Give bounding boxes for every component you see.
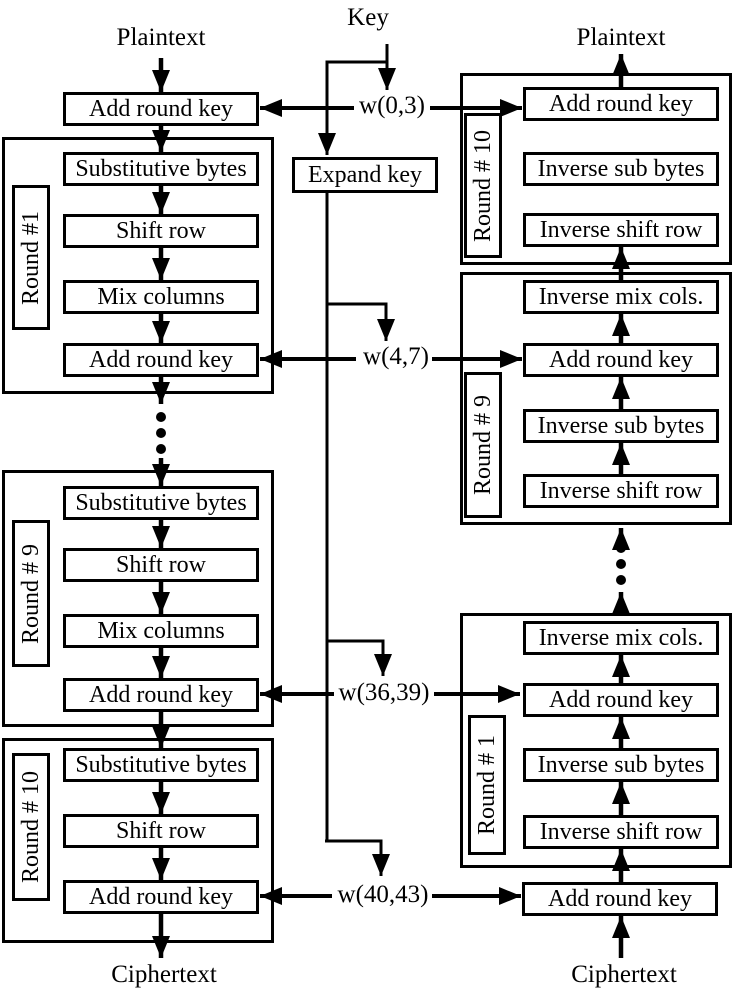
- key-word-w47: w(4,7): [363, 343, 429, 370]
- enc-round-1-label: Round #1: [18, 210, 45, 305]
- ellipsis-dot: [616, 575, 626, 585]
- dec-round-10-label-box: Round # 10: [464, 113, 502, 258]
- enc-r10-substitutive-bytes-box: Substitutive bytes: [63, 748, 259, 782]
- key-label: Key: [347, 4, 389, 31]
- dec-r10-inverse-sub-bytes-box: Inverse sub bytes: [523, 152, 719, 186]
- ciphertext-label-encryption: Ciphertext: [111, 961, 217, 988]
- key-wire: [327, 639, 392, 676]
- dec-r9-add-round-key-box: Add round key: [523, 343, 719, 377]
- key-wire: [325, 839, 390, 876]
- key-word-w3639: w(36,39): [338, 679, 430, 706]
- enc-round-1-container: [2, 137, 274, 394]
- dec-r1-inverse-shift-row-box: Inverse shift row: [523, 815, 719, 849]
- dec-round-10-container: [460, 73, 732, 265]
- enc-r9-shift-row-box: Shift row: [63, 548, 259, 582]
- dec-r10-inverse-shift-row-box: Inverse shift row: [523, 213, 719, 247]
- enc-r1-substitutive-bytes-box: Substitutive bytes: [63, 152, 259, 186]
- dec-r1-add-round-key-box: Add round key: [523, 683, 719, 717]
- key-wire: [327, 302, 395, 341]
- decryption-ellipsis: [616, 543, 626, 585]
- enc-round-9-label: Round # 9: [18, 543, 45, 644]
- enc-r10-shift-row-box: Shift row: [63, 814, 259, 848]
- dec-round-9-container: [460, 272, 732, 525]
- plaintext-label-decryption: Plaintext: [576, 24, 666, 51]
- ellipsis-dot: [156, 412, 166, 422]
- dec-round-9-label: Round # 9: [470, 394, 497, 496]
- dec-round-10-label: Round # 10: [470, 129, 497, 242]
- enc-r1-add-round-key-box: Add round key: [63, 343, 259, 377]
- enc-r9-substitutive-bytes-box: Substitutive bytes: [63, 486, 259, 520]
- dec-r9-inverse-sub-bytes-box: Inverse sub bytes: [523, 409, 719, 443]
- ellipsis-dot: [156, 428, 166, 438]
- dec-r9-inverse-shift-row-box: Inverse shift row: [523, 474, 719, 508]
- dec-r1-inverse-sub-bytes-box: Inverse sub bytes: [523, 748, 719, 782]
- enc-r9-mix-columns-box: Mix columns: [63, 614, 259, 648]
- ciphertext-label-decryption: Ciphertext: [571, 961, 677, 988]
- dec-r9-inverse-mix-cols-box: Inverse mix cols.: [523, 280, 719, 314]
- enc-round-10-label: Round # 10: [18, 770, 45, 884]
- plaintext-label-encryption: Plaintext: [116, 24, 206, 51]
- enc-r1-shift-row-box: Shift row: [63, 214, 259, 248]
- enc-round-1-label-box: Round #1: [12, 185, 50, 330]
- expand-key-box: Expand key: [292, 157, 438, 193]
- enc-r9-add-round-key-box: Add round key: [63, 678, 259, 712]
- dec-round-1-label: Round # 1: [474, 734, 501, 836]
- dec-r1-inverse-mix-cols-box: Inverse mix cols.: [523, 621, 719, 655]
- key-word-w03: w(0,3): [359, 92, 425, 119]
- enc-round-9-label-box: Round # 9: [12, 520, 50, 667]
- dec-final-add-round-key-box: Add round key: [522, 882, 718, 916]
- ellipsis-dot: [616, 559, 626, 569]
- encryption-ellipsis: [156, 412, 166, 454]
- enc-round-10-label-box: Round # 10: [12, 753, 50, 901]
- dec-round-1-label-box: Round # 1: [468, 715, 506, 855]
- key-word-w4043: w(40,43): [337, 881, 429, 908]
- dec-round-9-label-box: Round # 9: [464, 372, 502, 518]
- enc-r1-mix-columns-box: Mix columns: [63, 280, 259, 314]
- enc-r10-add-round-key-box: Add round key: [63, 880, 259, 914]
- enc-round-9-container: [2, 470, 274, 727]
- ellipsis-dot: [156, 444, 166, 454]
- ellipsis-dot: [616, 543, 626, 553]
- enc-initial-add-round-key-box: Add round key: [63, 92, 259, 126]
- dec-round-1-container: [460, 613, 732, 868]
- enc-round-10-container: [2, 738, 274, 943]
- dec-r10-add-round-key-box: Add round key: [523, 87, 719, 121]
